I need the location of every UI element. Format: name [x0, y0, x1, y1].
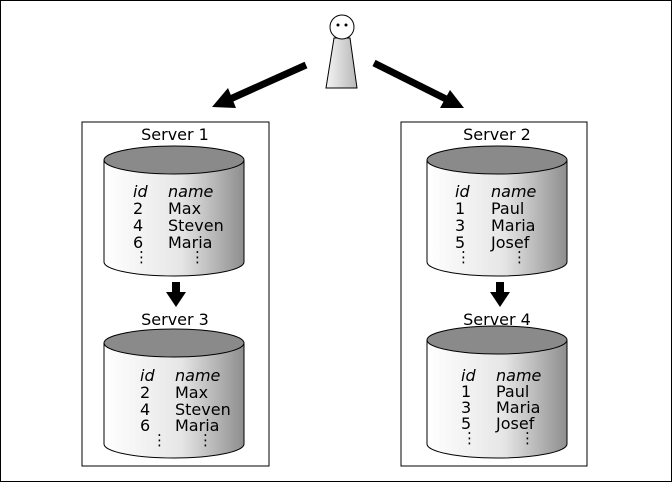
column-header-name: name: [496, 366, 542, 385]
user-figure-icon: [325, 14, 358, 89]
column-header-id: id: [461, 366, 476, 385]
database-cylinder-server-4: id name 1 Paul 3 Maria 5 Josef ⋮ ⋮: [426, 325, 568, 459]
row-id: 2: [133, 199, 143, 218]
row-name: Paul: [496, 382, 529, 401]
server-title: Server 1: [141, 125, 209, 144]
row-id: 6: [140, 416, 150, 435]
column-header-name: name: [491, 182, 537, 201]
row-name: Josef: [490, 233, 530, 252]
row-id: 4: [133, 216, 143, 235]
row-id: 5: [461, 414, 471, 433]
row-name: Max: [175, 383, 208, 402]
ellipsis-mark: ⋮: [198, 431, 213, 449]
ellipsis-mark: ⋮: [512, 248, 527, 266]
ellipsis-mark: ⋮: [134, 248, 149, 266]
column-header-id: id: [140, 366, 155, 385]
column-header-id: id: [133, 182, 148, 201]
arrow-down-right-icon: [372, 59, 464, 108]
row-name: Maria: [491, 216, 535, 235]
column-header-id: id: [455, 182, 470, 201]
server-box-right: [400, 121, 588, 467]
database-cylinder-server-2: id name 1 Paul 3 Maria 5 Josef ⋮ ⋮: [426, 145, 568, 277]
row-id: 4: [140, 400, 150, 419]
arrow-down-icon: [166, 282, 186, 307]
row-name: Max: [168, 199, 201, 218]
server-title: Server 2: [463, 125, 531, 144]
column-header-name: name: [175, 366, 221, 385]
database-cylinder-server-3: id name 2 Max 4 Steven 6 Maria ⋮ ⋮: [103, 328, 245, 459]
row-name: Maria: [496, 398, 540, 417]
row-id: 3: [461, 398, 471, 417]
ellipsis-mark: ⋮: [152, 431, 167, 449]
row-id: 1: [461, 382, 471, 401]
server-title: Server 4: [463, 310, 531, 329]
row-name: Steven: [168, 216, 224, 235]
arrow-down-left-icon: [212, 61, 308, 108]
server-box-left: [81, 121, 270, 467]
server-title: Server 3: [141, 310, 209, 329]
ellipsis-mark: ⋮: [520, 429, 535, 447]
ellipsis-mark: ⋮: [190, 248, 205, 266]
row-id: 5: [455, 233, 465, 252]
ellipsis-mark: ⋮: [456, 248, 471, 266]
row-id: 2: [140, 383, 150, 402]
row-name: Maria: [168, 233, 212, 252]
row-id: 3: [455, 216, 465, 235]
ellipsis-mark: ⋮: [462, 429, 477, 447]
row-name: Maria: [175, 416, 219, 435]
database-cylinder-server-1: id name 2 Max 4 Steven 6 Maria ⋮ ⋮: [103, 145, 245, 277]
row-name: Josef: [495, 414, 535, 433]
column-header-name: name: [168, 182, 214, 201]
row-id: 6: [133, 233, 143, 252]
row-name: Steven: [175, 400, 231, 419]
row-id: 1: [455, 199, 465, 218]
arrow-down-icon: [490, 282, 510, 307]
row-name: Paul: [491, 199, 524, 218]
